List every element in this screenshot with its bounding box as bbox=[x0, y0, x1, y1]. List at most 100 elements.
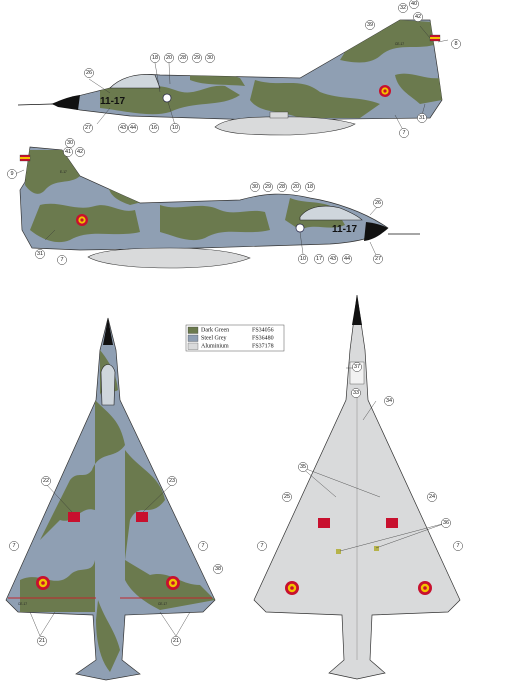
side1-fin-code: CE-17 bbox=[395, 42, 404, 46]
legend-code: FS34056 bbox=[252, 328, 274, 334]
top-view: CE-17 CE-17 bbox=[5, 317, 216, 681]
bottom-airbrake-left-icon bbox=[318, 518, 330, 528]
callout-bubble-icon bbox=[398, 3, 408, 13]
callout-number: 10 bbox=[172, 125, 178, 131]
side1-pylon-icon bbox=[269, 111, 289, 119]
callout-bubble-icon bbox=[198, 541, 208, 551]
callout-number: 44 bbox=[344, 256, 350, 262]
callout-number: 7 bbox=[60, 257, 63, 263]
callout-number: 18 bbox=[152, 55, 158, 61]
side2-roundel-center-icon bbox=[80, 218, 84, 222]
callout-bubble-icon bbox=[7, 169, 17, 179]
top-roundel-left bbox=[36, 576, 50, 590]
callout-number: 22 bbox=[43, 478, 49, 484]
callout-lines bbox=[14, 25, 449, 637]
roundel-center-icon bbox=[423, 586, 427, 590]
callout-bubble-icon bbox=[149, 123, 159, 133]
callout-number: 44 bbox=[130, 125, 136, 131]
callout-bubble-icon bbox=[291, 182, 301, 192]
side2-canopy-icon bbox=[299, 205, 363, 221]
callout-bubble-icon bbox=[170, 123, 180, 133]
callout-number: 8 bbox=[454, 41, 457, 47]
callout-bubble-icon bbox=[205, 53, 215, 63]
callout-number: 21 bbox=[173, 638, 179, 644]
callout-number: 23 bbox=[169, 478, 175, 484]
callout-number: 25 bbox=[284, 494, 290, 500]
callout-number: 33 bbox=[353, 390, 359, 396]
callout-bubble-icon bbox=[298, 462, 308, 472]
side2-squadron-badge-icon bbox=[295, 223, 305, 233]
callout-number: 20 bbox=[166, 55, 172, 61]
callout-bubble-icon bbox=[328, 254, 338, 264]
callout-number: 31 bbox=[419, 115, 425, 121]
callout-number: 31 bbox=[37, 251, 43, 257]
callout-number: 27 bbox=[85, 125, 91, 131]
callout-bubble-icon bbox=[250, 182, 260, 192]
callout-bubble-icon bbox=[57, 255, 67, 265]
callout-number: 34 bbox=[386, 398, 392, 404]
callout-number: 7 bbox=[260, 543, 263, 549]
callout-number: 36 bbox=[443, 520, 449, 526]
callout-number: 7 bbox=[12, 543, 15, 549]
legend-code: FS36480 bbox=[252, 336, 274, 342]
callout-bubble-icon bbox=[305, 182, 315, 192]
legend-name: Steel Grey bbox=[201, 336, 227, 342]
callout-bubble-icon bbox=[263, 182, 273, 192]
callout-number: 30 bbox=[67, 140, 73, 146]
callout-number: 16 bbox=[151, 125, 157, 131]
side2-fuel-tank-icon bbox=[87, 247, 251, 269]
callout-number: 21 bbox=[39, 638, 45, 644]
callout-number: 42 bbox=[77, 149, 83, 155]
callout-bubble-icon bbox=[351, 388, 361, 398]
callout-bubble-icon bbox=[451, 39, 461, 49]
callout-number: 37 bbox=[354, 364, 360, 370]
callout-number: 7 bbox=[456, 543, 459, 549]
callout-bubble-icon bbox=[365, 20, 375, 30]
callout-bubble-icon bbox=[9, 541, 19, 551]
legend-code: FS37178 bbox=[252, 344, 274, 350]
callout-number: 28 bbox=[279, 184, 285, 190]
bottom-antenna-right-icon bbox=[374, 546, 379, 551]
legend-swatch-dark-green bbox=[187, 326, 199, 334]
callout-number: 27 bbox=[375, 256, 381, 262]
top-canopy-icon bbox=[100, 364, 116, 406]
callout-number: 28 bbox=[180, 55, 186, 61]
callout-bubble-icon bbox=[342, 254, 352, 264]
legend-row-0: Dark Green FS34056 bbox=[187, 326, 274, 334]
top-wing-code-right: CE-17 bbox=[158, 602, 167, 606]
callout-number: 29 bbox=[265, 184, 271, 190]
bottom-view bbox=[253, 294, 461, 680]
callout-bubble-icon bbox=[399, 128, 409, 138]
callout-number: 32 bbox=[400, 5, 406, 11]
callout-number: 39 bbox=[367, 22, 373, 28]
callout-bubble-icon bbox=[178, 53, 188, 63]
side1-roundel-center-icon bbox=[383, 89, 387, 93]
legend-row-2: Aluminium FS37178 bbox=[187, 342, 274, 350]
callout-number: 40 bbox=[411, 1, 417, 7]
top-wing-code-left: CE-17 bbox=[18, 602, 27, 606]
callout-number: 42 bbox=[415, 14, 421, 20]
callout-bubble-icon bbox=[150, 53, 160, 63]
bottom-roundel-right bbox=[418, 581, 432, 595]
legend-swatch-aluminium bbox=[187, 342, 199, 350]
callout-bubble-icon bbox=[453, 541, 463, 551]
side2-nose-serial: 11-17 bbox=[332, 224, 357, 235]
bottom-nose-cone-icon bbox=[352, 295, 362, 325]
side1-pitot-icon bbox=[17, 103, 53, 106]
callout-bubble-icon bbox=[75, 147, 85, 157]
callout-number: 43 bbox=[120, 125, 126, 131]
callout-bubble-icon bbox=[427, 492, 437, 502]
legend-frame bbox=[185, 324, 285, 352]
bottom-antenna-left-icon bbox=[336, 549, 341, 554]
callout-bubble-icon bbox=[118, 123, 128, 133]
bottom-airbrake-right-icon bbox=[386, 518, 398, 528]
callout-number: 30 bbox=[252, 184, 258, 190]
side1-nose-cone-icon bbox=[52, 95, 80, 110]
side2-nose-cone-icon bbox=[364, 222, 388, 241]
callout-bubble-icon bbox=[373, 198, 383, 208]
